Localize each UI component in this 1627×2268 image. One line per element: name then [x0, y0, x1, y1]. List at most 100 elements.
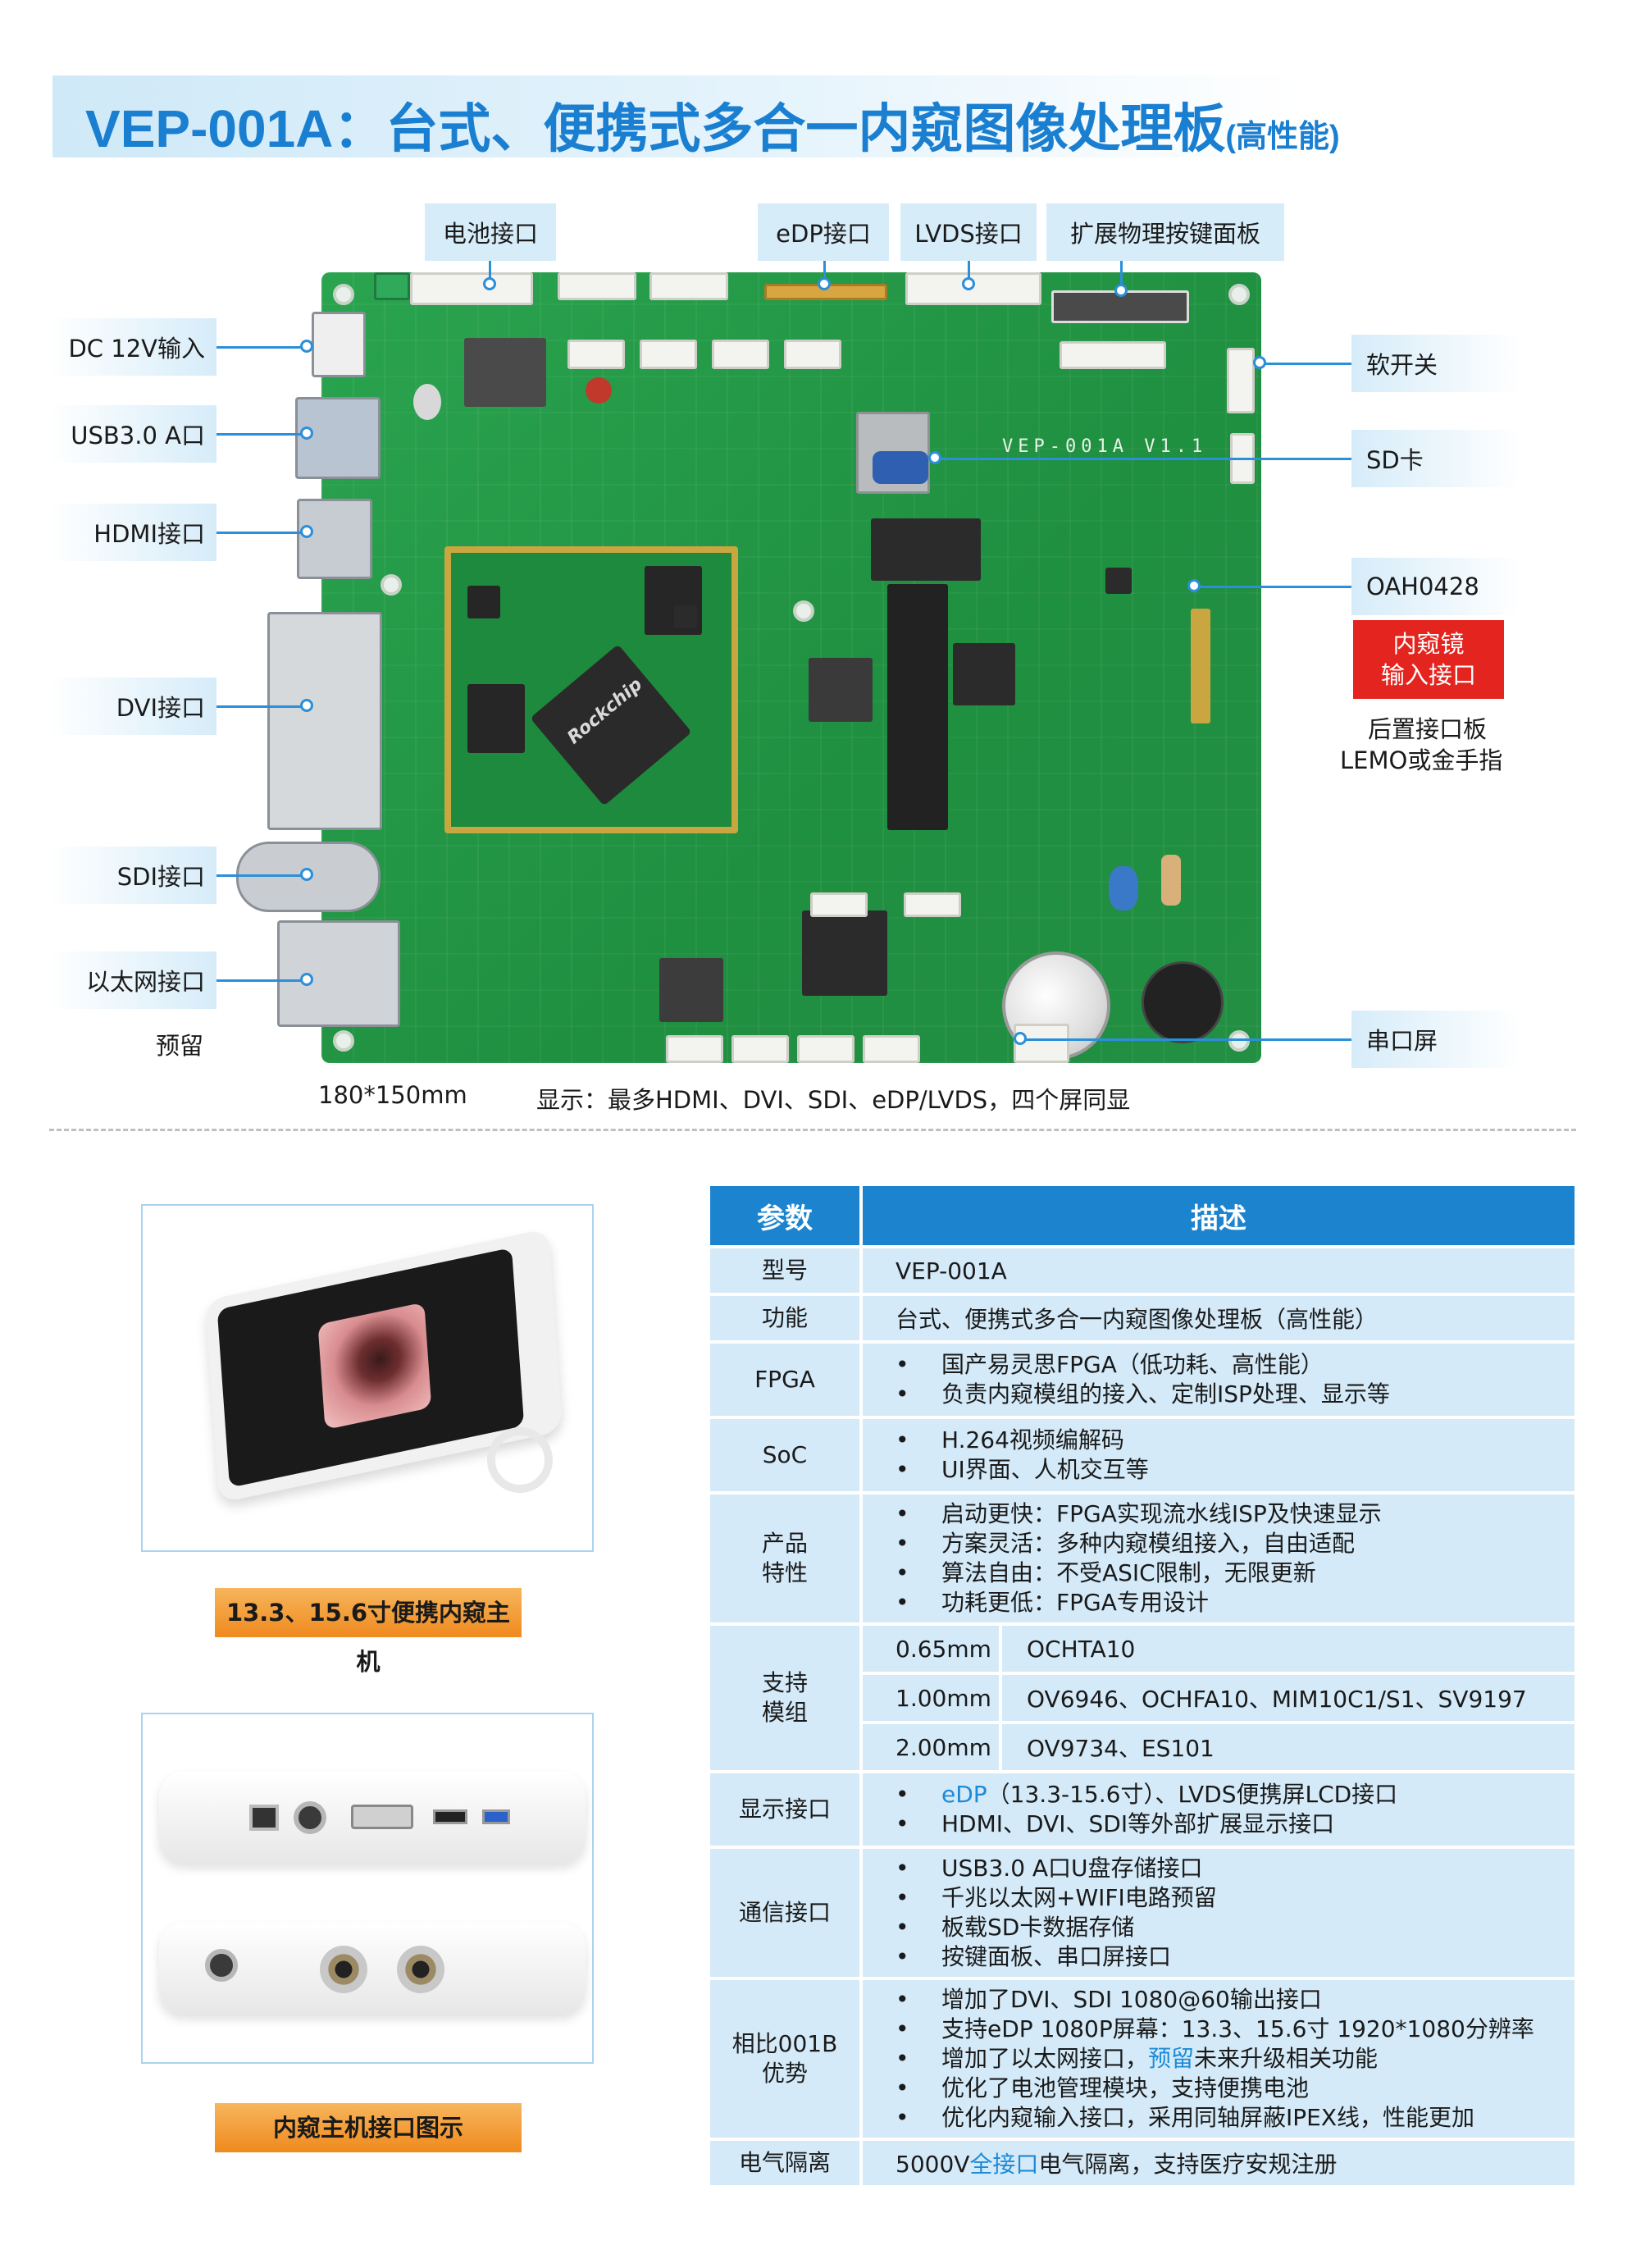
- hdmi-port: [297, 499, 372, 579]
- list-item: 方案灵活：多种内窥模组接入，自由适配: [896, 1529, 1575, 1558]
- tablet-photo: [141, 1204, 594, 1552]
- display-note: 显示：最多HDMI、DVI、SDI、eDP/LVDS，四个屏同显: [536, 1086, 1131, 1114]
- pointer-dot: [483, 277, 496, 290]
- pointer-line: [489, 261, 491, 284]
- dvi-port-icon: [351, 1805, 413, 1829]
- pointer-dot: [818, 277, 831, 290]
- rj45-port-icon: [249, 1805, 279, 1831]
- endoscope-image: [317, 1302, 432, 1431]
- endoscope-input-line1: 内窥镜: [1392, 630, 1465, 658]
- soft-switch-connector: [1227, 348, 1255, 413]
- table-row: 支持模组 0.65mm OCHTA10: [710, 1626, 1575, 1770]
- ethernet-note: 预留: [156, 1032, 204, 1060]
- list-item: 优化了电池管理模块，支持便携电池: [896, 2074, 1575, 2103]
- list-item: 板载SD卡数据存储: [896, 1913, 1575, 1942]
- module-size: 0.65mm: [863, 1626, 1002, 1672]
- resistor: [1161, 855, 1181, 906]
- label-soft-switch: 软开关: [1351, 335, 1520, 392]
- list-item: HDMI、DVI、SDI等外部扩展显示接口: [896, 1809, 1575, 1839]
- spec-table: 参数 描述 型号 VEP-001A 功能 台式、便携式多合一内窥图像处理板（高性…: [710, 1183, 1575, 2188]
- chip: [674, 605, 697, 628]
- pointer-line: [1260, 363, 1351, 365]
- pointer-line: [216, 979, 307, 982]
- connector: [731, 1035, 789, 1063]
- capacitor: [413, 384, 441, 420]
- pointer-dot: [300, 699, 313, 712]
- connector: [797, 1035, 855, 1063]
- pointer-dot: [962, 277, 975, 290]
- usb-port-icon: [482, 1809, 510, 1824]
- mount-hole: [381, 574, 402, 596]
- module-size: 1.00mm: [863, 1675, 1002, 1721]
- core-module: Rockchip: [444, 546, 738, 833]
- tablet-stand: [487, 1427, 553, 1493]
- list-item: 增加了DVI、SDI 1080@60输出接口: [896, 1985, 1575, 2015]
- soc-chip: Rockchip: [530, 644, 692, 806]
- label-sdi: SDI接口: [49, 847, 216, 904]
- pointer-dot: [300, 340, 313, 353]
- lemo-port-icon: [320, 1946, 367, 1993]
- row-param: 显示接口: [710, 1773, 863, 1846]
- connector: [904, 892, 961, 917]
- module-models: OV9734、ES101: [1002, 1724, 1575, 1770]
- label-oah0428: OAH0428: [1351, 558, 1520, 615]
- oah0428-chip: [1105, 568, 1132, 594]
- transformer: [871, 518, 981, 581]
- caption-interface: 内窥主机接口图示: [215, 2103, 522, 2152]
- mount-hole: [333, 1030, 354, 1052]
- dc-jack: [312, 312, 366, 377]
- row-value: VEP-001A: [863, 1248, 1575, 1293]
- label-hdmi: HDMI接口: [49, 504, 216, 561]
- terminal-block: [374, 272, 410, 300]
- list-item: H.264视频编解码: [896, 1426, 1575, 1455]
- caption-tablet: 13.3、15.6寸便携内窥主机: [215, 1588, 522, 1676]
- pointer-line: [216, 346, 307, 349]
- dvi-port: [267, 612, 382, 830]
- title-bar: VEP-001A：台式、便携式多合一内窥图像处理板(高性能): [52, 75, 1340, 158]
- tablet-screen: [216, 1247, 525, 1488]
- list-item: 国产易灵思FPGA（低功耗、高性能）: [896, 1350, 1575, 1380]
- pointer-line: [216, 433, 307, 436]
- table-row: 2.00mm OV9734、ES101: [710, 1724, 1575, 1770]
- isolator-array: [887, 584, 948, 830]
- connector: [640, 340, 697, 369]
- amd-chip: [802, 910, 887, 996]
- lvds-connector: [905, 272, 1041, 305]
- label-edp: eDP接口: [758, 203, 889, 261]
- module-models: OV6946、OCHFA10、MIM10C1/S1、SV9197: [1002, 1675, 1575, 1721]
- row-list: 启动更快：FPGA实现流水线ISP及快速显示 方案灵活：多种内窥模组接入，自由适…: [896, 1495, 1575, 1622]
- capacitor: [586, 377, 612, 404]
- endoscope-input-line2: 输入接口: [1380, 661, 1476, 689]
- fpga-chip: [809, 658, 873, 722]
- table-row: 型号 VEP-001A: [710, 1248, 1575, 1293]
- list-item: 按键面板、串口屏接口: [896, 1942, 1575, 1972]
- table-row: SoC H.264视频编解码 UI界面、人机交互等: [710, 1419, 1575, 1491]
- battery-connector: [410, 272, 533, 305]
- connector: [1060, 341, 1166, 369]
- pointer-dot: [1114, 284, 1128, 297]
- row-list: USB3.0 A口U盘存储接口 千兆以太网+WIFI电路预留 板载SD卡数据存储…: [896, 1849, 1575, 1977]
- connector: [649, 272, 728, 300]
- row-list: 增加了DVI、SDI 1080@60输出接口 支持eDP 1080P屏幕：13.…: [896, 1980, 1575, 2138]
- label-key-panel: 扩展物理按键面板: [1046, 203, 1284, 261]
- pointer-dot: [1014, 1032, 1027, 1045]
- header-param: 参数: [710, 1186, 863, 1245]
- row-param: 通信接口: [710, 1849, 863, 1977]
- capacitor-blue: [1109, 866, 1138, 910]
- label-sd-card: SD卡: [1351, 430, 1520, 487]
- table-row: 显示接口 eDP（13.3-15.6寸）、LVDS便携屏LCD接口 HDMI、D…: [710, 1773, 1575, 1846]
- connector: [784, 340, 841, 369]
- table-header-row: 参数 描述: [710, 1186, 1575, 1245]
- interface-photo: [141, 1713, 594, 2064]
- memory-chip: [467, 684, 525, 753]
- list-item: UI界面、人机交互等: [896, 1455, 1575, 1485]
- list-item: 增加了以太网接口，预留未来升级相关功能: [896, 2044, 1575, 2074]
- lemo-port-icon: [397, 1946, 444, 1993]
- connector: [863, 1035, 920, 1063]
- soc-chip-label: Rockchip: [563, 674, 647, 749]
- header-desc: 描述: [863, 1186, 1575, 1245]
- endoscope-connector: [1191, 609, 1210, 723]
- connector: [558, 272, 636, 300]
